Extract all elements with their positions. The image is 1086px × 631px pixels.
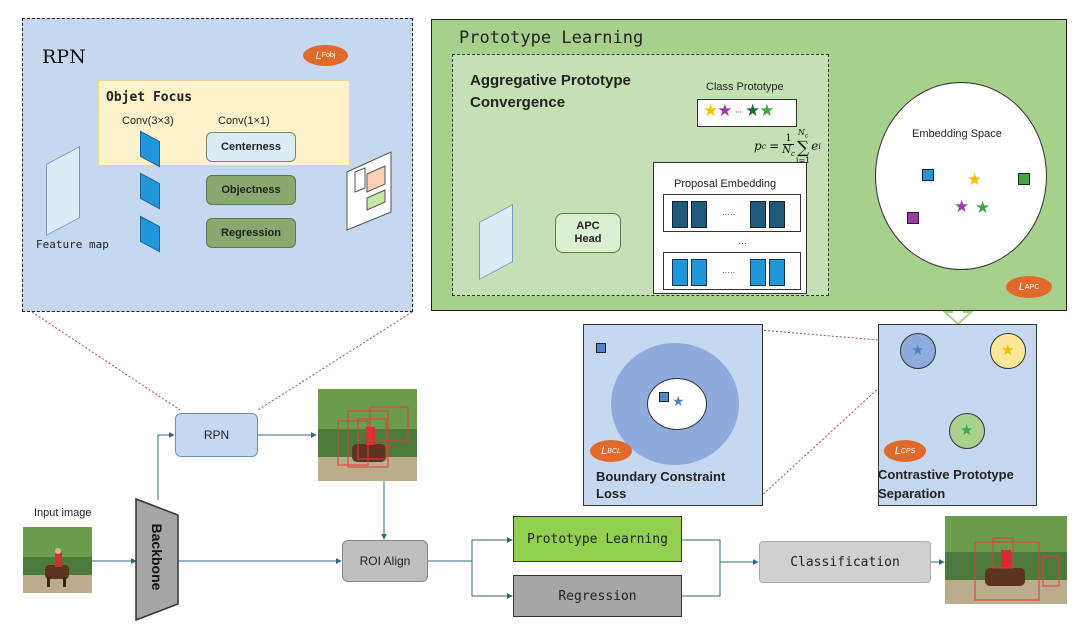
regression-block: Regression xyxy=(513,575,682,617)
embedding-vertical-ellipsis: ··· xyxy=(738,238,747,248)
embedding-row-light-blocks: ····· xyxy=(672,259,786,286)
bcl-inner-circle xyxy=(647,378,707,430)
conv3-label: Conv(3×3) xyxy=(122,115,174,127)
rpn-block: RPN xyxy=(175,413,258,457)
bcl-square-inner xyxy=(659,392,669,402)
bcl-loss-label: L xyxy=(601,445,608,457)
formula-lhs-sub: c xyxy=(761,141,767,151)
apc-head-line2: Head xyxy=(574,233,602,245)
formula-fraction: 1 Nc xyxy=(782,133,795,160)
class-prototype-stars: ★★ ··· ★★ xyxy=(703,101,774,121)
bcl-loss-sub: BCL xyxy=(607,447,621,455)
backbone-label: Backbone xyxy=(149,523,165,591)
formula-eq: = xyxy=(769,139,780,154)
centerness-head: Centerness xyxy=(206,132,296,162)
objet-focus-region xyxy=(98,80,350,166)
star-icon: ★ xyxy=(759,101,774,120)
regression-head: Regression xyxy=(206,218,296,248)
star-icon: ★ xyxy=(960,422,974,439)
apc-title-line1: Aggregative Prototype xyxy=(470,72,631,89)
prototype-learning-block: Prototype Learning xyxy=(513,516,682,562)
rpn-panel-title: RPN xyxy=(42,46,86,68)
apc-head: APC Head xyxy=(555,213,621,253)
formula-sum-bottom: i=1 xyxy=(795,155,811,165)
apc-title-line2: Convergence xyxy=(470,94,566,111)
formula-sum: ∑ xyxy=(797,137,810,158)
conv1-label: Conv(1×1) xyxy=(218,115,270,127)
star-icon: ★ xyxy=(672,393,685,409)
apc-loss-label: L xyxy=(1018,281,1025,293)
formula-lhs: p xyxy=(754,139,762,154)
class-prototype-box xyxy=(697,99,797,127)
rpn-loss-sub: Fobj xyxy=(321,52,336,59)
embedding-square-green xyxy=(1018,173,1030,185)
feature-map-label: Feature map xyxy=(36,238,109,251)
objectness-head: Objectness xyxy=(206,175,296,205)
cps-title-line1: Contrastive Prototype xyxy=(878,467,1014,482)
star-icon: ★ xyxy=(1001,342,1015,359)
classification-block: Classification xyxy=(759,541,931,583)
rpn-detection-image xyxy=(318,389,417,481)
output-image xyxy=(945,516,1067,604)
embedding-square-blue xyxy=(922,169,934,181)
formula-sum-top: N xyxy=(797,128,805,137)
zoom-line-bcl xyxy=(759,329,879,341)
embedding-space-label: Embedding Space xyxy=(912,128,1002,140)
formula-term: e xyxy=(811,139,819,154)
formula-den: N xyxy=(782,144,791,156)
cps-circle-green xyxy=(949,413,985,449)
star-icon: ★ xyxy=(954,197,970,216)
objet-focus-title: Objet Focus xyxy=(106,90,193,105)
embedding-square-purple xyxy=(907,212,919,224)
star-icon: ★ xyxy=(703,101,718,120)
star-icon: ★ xyxy=(744,101,760,120)
zoom-line-right xyxy=(257,311,413,411)
zoom-line-left xyxy=(31,311,181,411)
input-image-label: Input image xyxy=(34,507,92,519)
star-icon: ★ xyxy=(967,170,983,189)
input-image xyxy=(23,527,92,593)
proposal-embedding-label: Proposal Embedding xyxy=(674,178,777,190)
bcl-square-outer xyxy=(596,343,606,353)
star-icon: ★ xyxy=(975,198,991,217)
formula-sum-block: Nc ∑ i=1 xyxy=(796,128,810,165)
prototype-panel-title: Prototype Learning xyxy=(459,28,644,48)
embedding-ellipsis: ····· xyxy=(722,210,736,219)
class-prototype-label: Class Prototype xyxy=(706,81,784,93)
embedding-row-dark-blocks: ····· xyxy=(672,201,786,228)
formula-num: 1 xyxy=(783,132,794,145)
star-icon: ★ xyxy=(911,342,925,359)
formula-den-sub: c xyxy=(790,149,795,158)
bcl-title-line2: Loss xyxy=(596,486,627,501)
cps-circle-blue xyxy=(900,333,936,369)
cps-loss-label: L xyxy=(894,445,901,457)
star-icon: ★ xyxy=(717,101,732,120)
roi-align-block: ROI Align xyxy=(342,540,428,582)
formula-sum-top-sub: c xyxy=(804,132,809,140)
cps-title-line2: Separation xyxy=(878,486,946,501)
apc-loss-sub: APC xyxy=(1024,283,1040,291)
cps-loss-sub: CPS xyxy=(900,447,916,455)
class-prototype-ellipsis: ··· xyxy=(735,106,742,117)
rpn-loss-label: L xyxy=(315,49,322,62)
embedding-ellipsis: ····· xyxy=(722,268,736,277)
bcl-title-line1: Boundary Constraint xyxy=(596,469,726,484)
backbone-block xyxy=(135,497,179,622)
apc-head-line1: APC xyxy=(576,220,600,232)
rpn-output-map xyxy=(346,151,392,231)
formula-term-sub: i xyxy=(818,141,821,151)
cps-circle-yellow xyxy=(990,333,1026,369)
